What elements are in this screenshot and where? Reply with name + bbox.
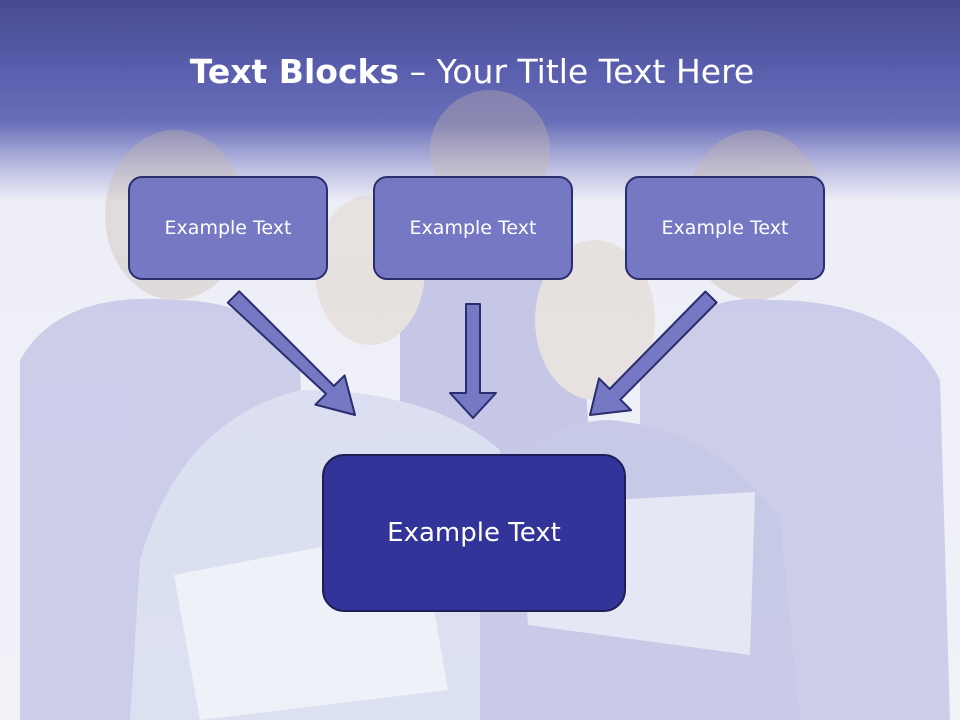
title-dash: – <box>399 52 437 91</box>
text-block-left[interactable]: Example Text <box>128 176 328 280</box>
arrow-right <box>589 290 718 416</box>
text-block-right-label: Example Text <box>661 217 789 239</box>
main-text-block[interactable]: Example Text <box>322 454 626 612</box>
arrow-center <box>449 303 497 419</box>
bg-person-back-body <box>400 260 590 460</box>
main-text-block-label: Example Text <box>387 518 561 548</box>
slide-title: Text Blocks – Your Title Text Here <box>0 52 944 91</box>
text-block-center[interactable]: Example Text <box>373 176 573 280</box>
bg-person-center-right-head <box>535 240 655 400</box>
text-block-center-label: Example Text <box>409 217 537 239</box>
title-bold: Text Blocks <box>189 52 400 91</box>
text-block-right[interactable]: Example Text <box>625 176 825 280</box>
text-block-left-label: Example Text <box>164 217 292 239</box>
title-rest: Your Title Text Here <box>436 52 755 91</box>
arrow-left <box>226 290 356 416</box>
